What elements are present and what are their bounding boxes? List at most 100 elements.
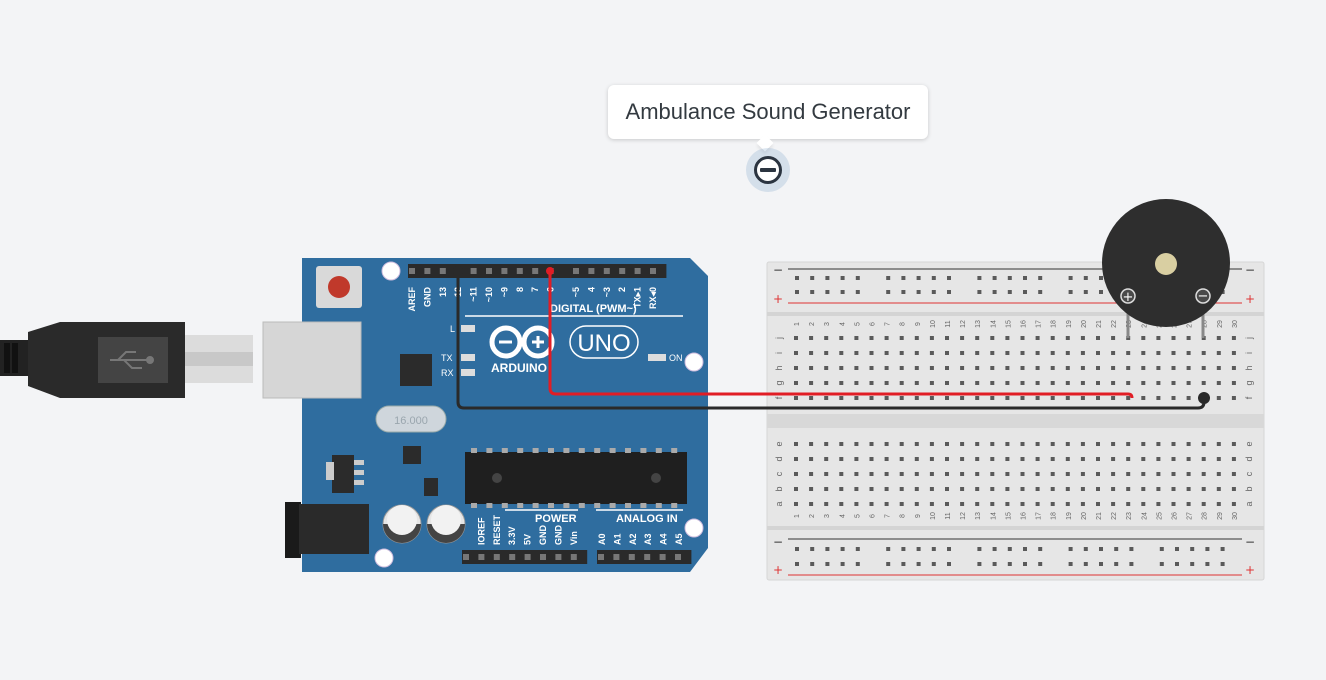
breadboard-row-label: i [774,352,784,354]
circuit-note[interactable]: Ambulance Sound Generator [608,85,928,139]
header-pin[interactable] [439,268,446,274]
digital-header-label: DIGITAL (PWM~) [550,303,637,315]
rail-polarity-label: + [773,292,783,306]
header-pin[interactable] [424,268,431,274]
power-pin-header[interactable] [462,550,588,564]
breadboard-column-label: 5 [854,514,861,518]
header-pin[interactable] [573,268,579,274]
led-tx [461,354,475,361]
power-jack [285,502,369,558]
breadboard-column-label: 4 [839,514,846,518]
usb-cable[interactable] [0,322,253,398]
header-pin[interactable] [509,554,516,560]
analog-pin-label: A2 [628,533,638,545]
breadboard-column-label: 7 [885,514,892,518]
power-pin-label: GND [538,525,548,546]
header-pin[interactable] [634,268,641,274]
digital-pin-label: AREF [407,286,417,311]
svg-text:16.000: 16.000 [394,415,428,427]
breadboard-column-label: 4 [839,322,846,326]
breadboard-column-label: 3 [824,322,831,326]
reset-button[interactable] [316,266,362,308]
digital-pin-label: 13 [438,287,448,297]
header-pin[interactable] [588,268,595,274]
breadboard-column-label: 25 [1156,512,1163,520]
header-pin[interactable] [409,268,415,274]
breadboard-column-label: 12 [960,320,967,328]
analog-pin-label: A3 [643,533,653,545]
header-pin[interactable] [532,268,539,274]
led-tx-label: TX [441,353,453,363]
usb-icon [110,351,154,369]
analog-pin-header[interactable] [597,550,692,564]
breadboard-column-label: 17 [1036,512,1043,520]
header-pin[interactable] [470,268,477,274]
header-pin[interactable] [501,268,508,274]
buzzer-minus-terminal[interactable]: − [1195,288,1211,304]
usb-chip [400,354,432,386]
digital-pin-label: ~3 [602,287,612,297]
led-on-label: ON [669,353,683,363]
transistor [424,478,438,496]
crystal-oscillator: 16.000 [375,405,447,433]
breadboard-column-label: 18 [1051,512,1058,520]
rail-polarity-label: − [1245,535,1255,549]
breadboard-row-label: d [774,456,784,461]
power-pin-label: IOREF [476,517,486,545]
header-pin[interactable] [478,554,485,560]
header-pin[interactable] [486,268,492,274]
header-pin[interactable] [540,554,546,560]
header-pin[interactable] [644,554,651,560]
led-l-label: L [450,324,455,334]
header-pin[interactable] [603,268,610,274]
note-collapse-button[interactable] [746,148,790,192]
mount-hole [374,548,394,568]
breadboard-column-label: 19 [1066,512,1073,520]
led-l [461,325,475,332]
header-pin[interactable] [516,268,523,274]
breadboard-row-label: j [774,337,784,340]
header-pin[interactable] [524,554,531,560]
wire-black[interactable] [453,266,1210,410]
header-pin[interactable] [675,554,681,560]
header-pin[interactable] [619,268,626,274]
digital-pin-label: GND [422,287,432,308]
digital-pin-label: RX◂0 [648,287,658,309]
header-pin[interactable] [628,554,635,560]
buzzer-plus-terminal[interactable]: + [1120,288,1136,305]
wire-red[interactable] [546,267,1134,399]
arduino-uno-board[interactable]: 16.000 L TX RX ON [262,258,708,572]
breadboard-row-label: c [1244,471,1254,476]
analog-pin-label: A5 [674,533,684,545]
power-pin-label: RESET [492,514,502,545]
digital-pin-label: ~9 [499,287,509,297]
led-on [648,354,666,361]
header-pin[interactable] [463,554,469,560]
mount-hole [381,261,401,281]
analog-pin-label: A4 [659,533,669,545]
piezo-buzzer[interactable]: + − [1102,199,1230,338]
breadboard-column-label: 14 [990,320,997,328]
breadboard-column-label: 28 [1202,320,1209,328]
breadboard-column-label: 21 [1096,512,1103,520]
breadboard-column-label: 10 [930,320,937,328]
header-pin[interactable] [613,554,620,560]
breadboard-column-label: 6 [870,514,877,518]
rail-polarity-label: − [1245,263,1255,277]
header-pin[interactable] [570,554,577,560]
breadboard-column-label: 14 [990,512,997,520]
digital-pin-header[interactable] [408,264,667,278]
breadboard-column-label: 11 [945,320,952,327]
svg-text:−: − [1198,289,1209,304]
header-pin[interactable] [659,554,666,560]
header-pin[interactable] [493,554,500,560]
header-pin[interactable] [598,554,604,560]
breadboard-column-label: 22 [1111,512,1118,520]
header-pin[interactable] [650,268,656,274]
breadboard-column-label: 26 [1172,512,1179,520]
breadboard-column-label: 1 [794,322,801,326]
rail-polarity-label: − [773,263,783,277]
digital-pin-label: ~11 [469,287,479,302]
header-pin[interactable] [555,554,562,560]
